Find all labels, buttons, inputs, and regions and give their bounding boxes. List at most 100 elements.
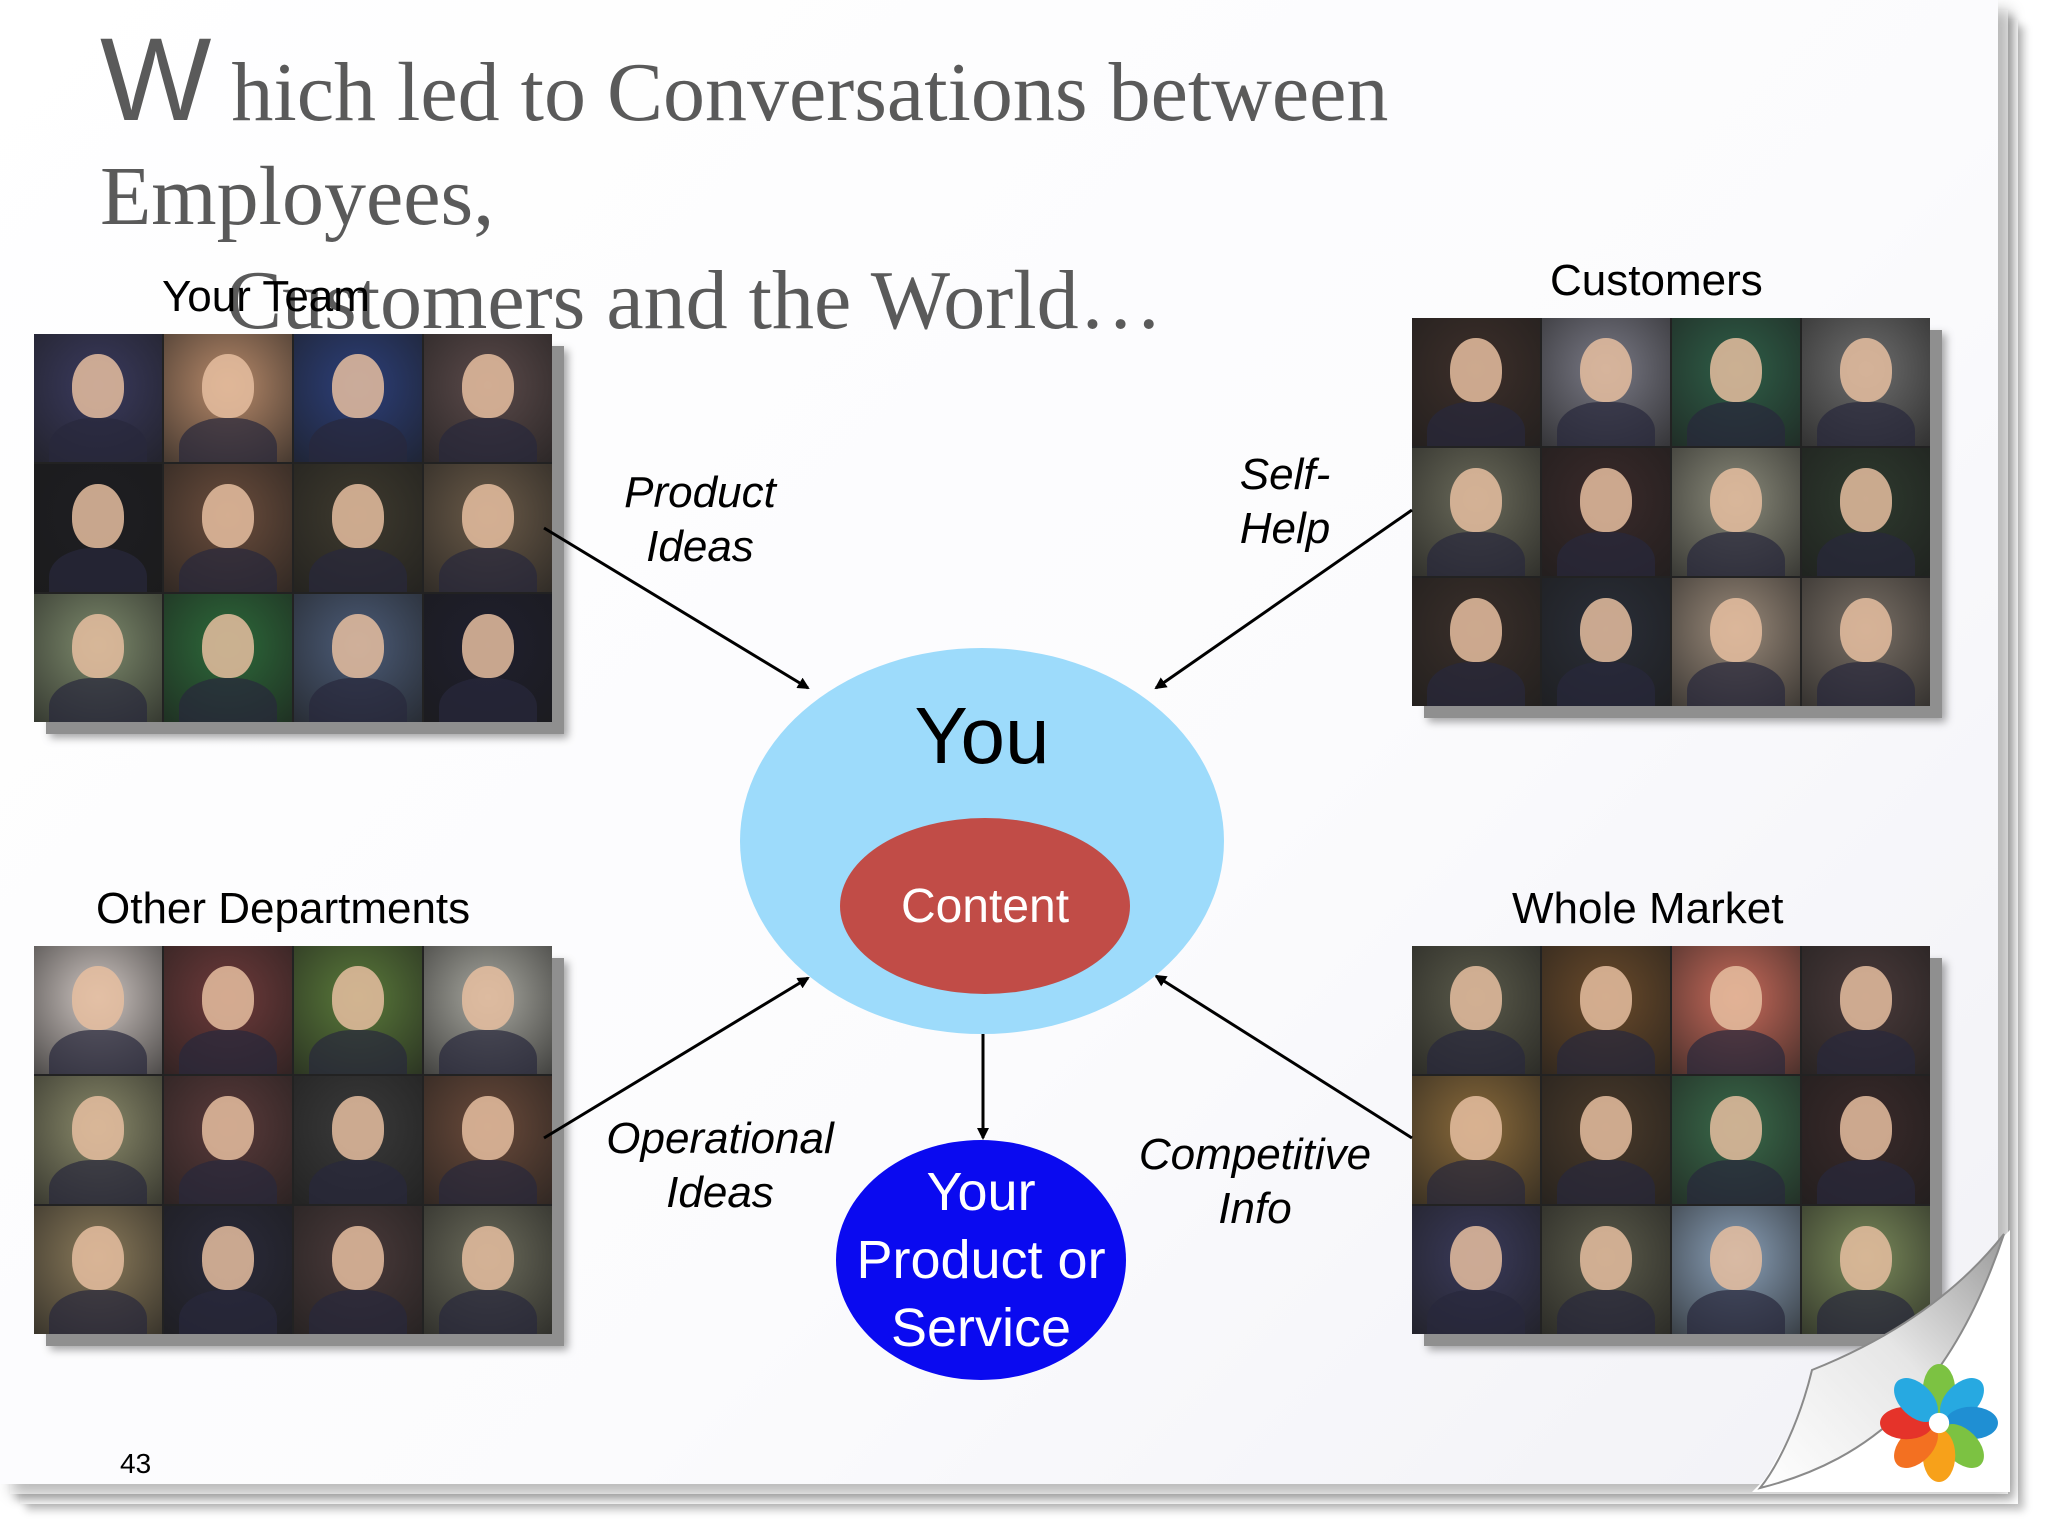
person-body [179, 678, 277, 722]
person-body [179, 1290, 277, 1334]
customers-photo-grid [1412, 318, 1930, 706]
person-photo [1542, 1076, 1670, 1204]
product-ideas-label: Product Ideas [600, 466, 800, 574]
person-face [1710, 468, 1762, 533]
person-body [1687, 1030, 1785, 1074]
person-face [72, 354, 124, 419]
person-body [439, 548, 537, 592]
person-photo [1802, 318, 1930, 446]
person-face [1580, 1096, 1632, 1161]
person-photo [34, 334, 162, 462]
person-body [1687, 1290, 1785, 1334]
person-photo [1412, 448, 1540, 576]
product-or-service-label: Your Product or Service [856, 1158, 1105, 1362]
person-body [439, 418, 537, 462]
person-face [1580, 338, 1632, 403]
whole-market-photo-grid [1412, 946, 1930, 1334]
person-body [1427, 1030, 1525, 1074]
person-photo [1542, 1206, 1670, 1334]
product-or-service-circle: Your Product or Service [836, 1140, 1126, 1380]
person-face [202, 1096, 254, 1161]
person-body [439, 1030, 537, 1074]
person-body [309, 418, 407, 462]
person-body [1557, 1030, 1655, 1074]
person-face [332, 1096, 384, 1161]
person-face [1580, 468, 1632, 533]
person-face [462, 1096, 514, 1161]
person-photo [1542, 578, 1670, 706]
person-body [49, 548, 147, 592]
person-body [309, 1160, 407, 1204]
operational-ideas-line1: Operational [606, 1114, 834, 1163]
person-body [1427, 402, 1525, 446]
content-ellipse: Content [840, 818, 1130, 994]
person-face [462, 354, 514, 419]
self-help-label: Self- Help [1210, 448, 1360, 556]
person-photo [1412, 318, 1540, 446]
person-body [179, 418, 277, 462]
person-photo [294, 946, 422, 1074]
self-help-line1: Self- [1239, 450, 1331, 499]
person-body [1687, 402, 1785, 446]
person-photo [1412, 946, 1540, 1074]
person-face [462, 614, 514, 679]
product-line2: Product or [856, 1230, 1106, 1290]
person-body [49, 1030, 147, 1074]
title-dropcap: W [100, 14, 212, 146]
person-photo [1672, 1206, 1800, 1334]
person-face [1710, 598, 1762, 663]
arrow-product-ideas [543, 526, 810, 690]
person-body [1427, 1290, 1525, 1334]
person-face [1580, 598, 1632, 663]
person-body [179, 1030, 277, 1074]
your-team-photo-grid [34, 334, 552, 722]
product-line3: Service [890, 1298, 1072, 1358]
operational-ideas-label: Operational Ideas [596, 1112, 844, 1220]
person-face [202, 614, 254, 679]
competitive-info-line2: Info [1218, 1184, 1292, 1233]
person-body [1817, 402, 1915, 446]
product-line1: Your [926, 1162, 1036, 1222]
person-face [1840, 338, 1892, 403]
person-face [332, 966, 384, 1031]
arrow-competitive-info [1154, 974, 1413, 1140]
person-face [1840, 1226, 1892, 1291]
person-body [1557, 532, 1655, 576]
person-face [1450, 338, 1502, 403]
person-face [332, 354, 384, 419]
person-face [1710, 1096, 1762, 1161]
whole-market-label: Whole Market [1512, 884, 1784, 933]
person-body [1687, 1160, 1785, 1204]
person-face [1450, 598, 1502, 663]
person-face [1840, 598, 1892, 663]
person-body [179, 548, 277, 592]
person-photo [424, 1076, 552, 1204]
person-photo [164, 1206, 292, 1334]
person-photo [164, 464, 292, 592]
other-departments-label: Other Departments [96, 884, 471, 933]
person-body [179, 1160, 277, 1204]
person-body [1557, 1290, 1655, 1334]
product-ideas-line1: Product [624, 468, 776, 517]
person-face [332, 614, 384, 679]
person-body [1427, 1160, 1525, 1204]
you-label: You [914, 691, 1050, 780]
person-face [332, 1226, 384, 1291]
person-face [1450, 966, 1502, 1031]
person-photo [294, 594, 422, 722]
person-face [1450, 1226, 1502, 1291]
other-departments-photo-grid [34, 946, 552, 1334]
person-photo [1802, 1076, 1930, 1204]
person-photo [424, 464, 552, 592]
person-body [439, 1160, 537, 1204]
person-face [1840, 468, 1892, 533]
person-photo [1412, 1206, 1540, 1334]
person-face [1710, 338, 1762, 403]
person-body [309, 548, 407, 592]
title-line1: hich led to Conversations between Employ… [100, 46, 1389, 243]
person-photo [34, 464, 162, 592]
person-body [1427, 532, 1525, 576]
person-face [72, 1226, 124, 1291]
person-face [1710, 966, 1762, 1031]
